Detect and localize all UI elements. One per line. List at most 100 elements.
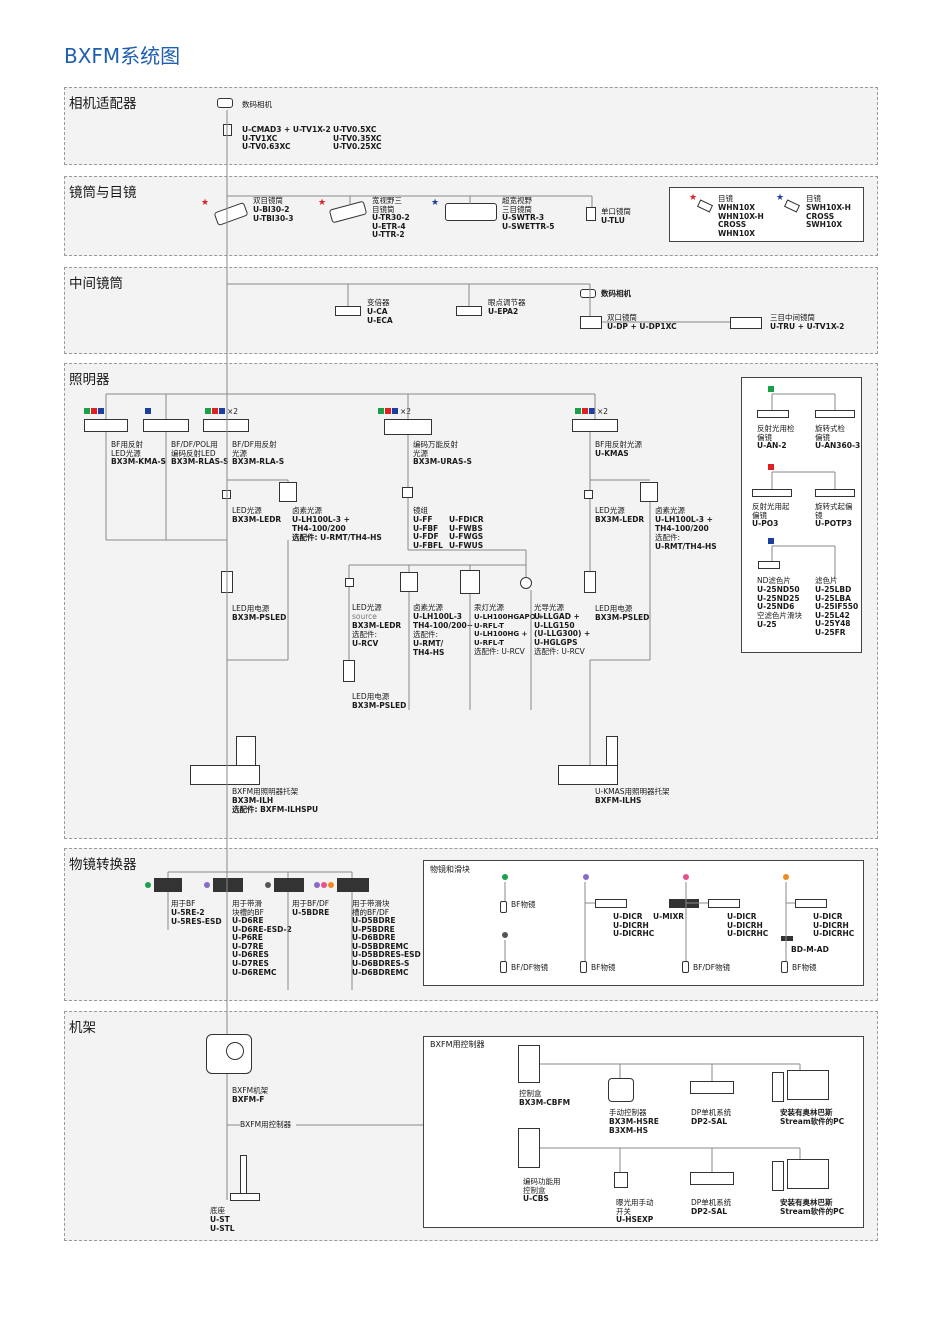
super-wide-trinocular-icon: [445, 203, 497, 221]
led2-option: 选配件:: [352, 630, 378, 639]
illuminator-holder-icon: [190, 765, 260, 785]
led2-model: BX3M-LEDR: [352, 621, 402, 630]
dic-slider-icon: [708, 899, 740, 908]
green-marker: [768, 386, 774, 392]
objective-icon: [781, 961, 788, 973]
revolver-icon: [213, 878, 243, 892]
green-marker: [575, 408, 581, 414]
halogen-source-icon: [640, 482, 658, 502]
dic-slider-2: U-DICR U-DICRH U-DICRHC: [727, 912, 769, 939]
single-port-models: U-TLU: [601, 216, 625, 225]
controller-box-title: BXFM用控制器: [430, 1040, 485, 1049]
x2-label: ×2: [400, 407, 412, 416]
uras-illuminator-icon: [384, 419, 432, 435]
lg-option: 选配件: U-RCV: [534, 647, 585, 656]
coded-control-box-icon: [518, 1128, 540, 1168]
blue-marker: [98, 408, 104, 414]
green-marker: [145, 882, 151, 888]
led1-model: BX3M-LEDR: [232, 515, 282, 524]
kmas-model: U-KMAS: [595, 449, 629, 458]
pink-marker: [683, 874, 689, 880]
led3-model: BX3M-LEDR: [595, 515, 645, 524]
pc-monitor-icon: [787, 1070, 829, 1100]
revolver-icon: [154, 878, 182, 892]
psu3-model: BX3M-PSLED: [595, 613, 650, 622]
hsre-models: BX3M-HSRE B3XM-HS: [609, 1117, 659, 1135]
rotating-analyzer-icon: [815, 410, 855, 418]
lg-name: 光导光源: [534, 603, 564, 612]
kmas-illuminator-icon: [572, 419, 618, 432]
light-guide-icon: [520, 577, 532, 589]
hsexp-name: 曝光用手动 开关: [616, 1198, 654, 1216]
empty-slider-model: U-25: [757, 620, 777, 629]
bd-adapter-icon: [781, 936, 793, 941]
control-box-icon: [518, 1045, 540, 1083]
hal1-option: 选配件: U-RMT/TH4-HS: [292, 533, 382, 542]
red-marker: [91, 408, 97, 414]
rla-name: BF/DF用反射 光源: [232, 440, 277, 458]
dual-port-models: U-DP + U-DP1XC: [607, 322, 677, 331]
blue-marker: [145, 408, 151, 414]
hal3-model: U-LH100L-3 + TH4-100/200: [655, 515, 713, 533]
objective-icon: [682, 961, 689, 973]
rla-illuminator-icon: [203, 419, 249, 432]
purple-marker: [583, 874, 589, 880]
kma-illuminator-icon: [84, 419, 128, 432]
cbfm-model: BX3M-CBFM: [519, 1098, 571, 1107]
triple-models: U-TRU + U-TV1X-2: [770, 322, 845, 331]
purple-marker: [204, 882, 210, 888]
ilhs-model: BXFM-ILHS: [595, 796, 642, 805]
exposure-switch-icon: [614, 1172, 628, 1188]
super-wide-name: 超宽视野 三目镜筒: [502, 196, 532, 214]
r3-name: 用于BF/DF: [292, 899, 330, 908]
led-psu-icon: [221, 571, 233, 593]
bf-objective-1: BF物镜: [511, 900, 536, 909]
red-marker: [212, 408, 218, 414]
kma-name: BF用反射 LED光源: [111, 440, 143, 458]
hal3-option-model: U-RMT/TH4-HS: [655, 542, 717, 551]
blue-marker: [768, 538, 774, 544]
objectives-title: 物镜和滑块: [430, 865, 470, 874]
r1-name: 用于BF: [171, 899, 196, 908]
eyepiece-box: [669, 187, 864, 242]
ilh-option: 选配件: BXFM-ILHSPU: [232, 805, 319, 814]
hg-name: 汞灯光源: [474, 603, 504, 612]
zoom-name: 变倍器: [367, 298, 390, 307]
hg-model: U-LH100HGAPO + U-RFL-T U-LH100HG + U-RFL…: [474, 613, 544, 647]
halogen-source-icon: [279, 482, 297, 502]
dual-port-name: 双口镜筒: [607, 313, 637, 322]
dic-slider-3: U-DICR U-DICRH U-DICRHC: [813, 912, 855, 939]
red-star-icon: ★: [201, 198, 210, 208]
red-marker: [385, 408, 391, 414]
nd-models: U-25ND50 U-25ND25 U-25ND6: [757, 585, 800, 612]
triple-intermediate-icon: [730, 317, 762, 329]
dic-slider-icon: [595, 899, 627, 908]
illuminator-holder-post: [236, 736, 256, 766]
purple-marker: [314, 882, 320, 888]
camera-adapters-left: U-CMAD3 + U-TV1X-2 U-TV1XC U-TV0.63XC: [242, 125, 331, 152]
mirror-cube-icon: [402, 487, 413, 498]
dp2-name-1: DP单机系统: [691, 1108, 732, 1117]
digital-camera-icon: [580, 289, 596, 298]
led2-option-model: U-RCV: [352, 639, 379, 648]
r4-name: 用于带滑块 槽的BF/DF: [352, 899, 390, 917]
pc-monitor-icon: [787, 1159, 829, 1189]
kmas-name: BF用反射光源: [595, 440, 642, 449]
eyepiece2-name: 目镜: [806, 194, 821, 203]
cbs-name: 编码功能用 控制盒: [523, 1177, 561, 1195]
eyepiece1-name: 目镜: [718, 194, 733, 203]
cbfm-name: 控制盒: [519, 1089, 542, 1098]
halogen-source-icon: [400, 572, 418, 592]
dark-marker: [265, 882, 271, 888]
rlas-name: BF/DF/POL用 编码反射LED: [171, 440, 218, 458]
psu2-name: LED用电源: [352, 692, 390, 701]
an-model: U-AN-2: [757, 441, 787, 450]
hand-switch-icon: [608, 1078, 634, 1102]
filter-name: 滤色片: [815, 576, 838, 585]
an360-model: U-AN360-3: [815, 441, 861, 450]
stand-name: 底座: [210, 1206, 225, 1215]
dic-slider-icon: [795, 899, 827, 908]
pc-tower-icon: [772, 1161, 784, 1191]
section-label: 物镜转换器: [69, 857, 137, 873]
hal1-name: 卤素光源: [292, 506, 322, 515]
